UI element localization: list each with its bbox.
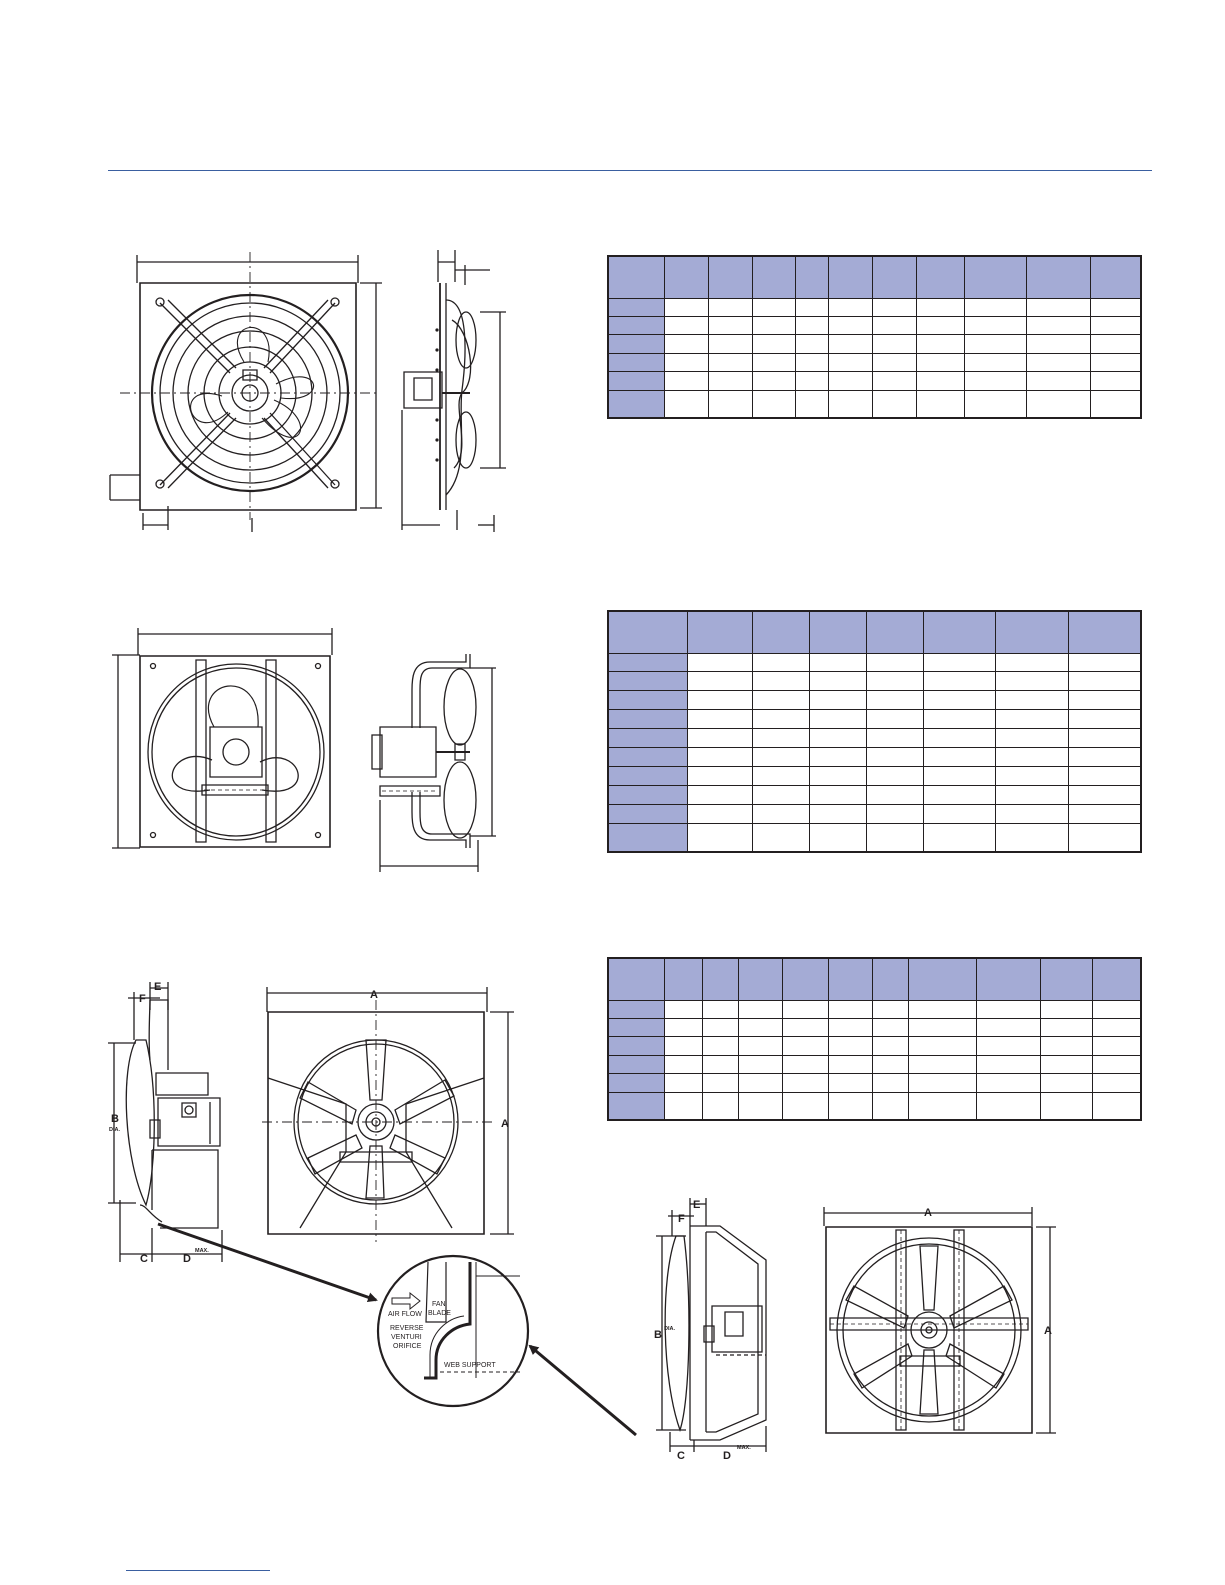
table-row (607, 297, 1142, 317)
table-row (607, 389, 1142, 419)
table-header-row (607, 610, 1142, 654)
fig4-dim-a-top: A (924, 1207, 932, 1219)
table-row (607, 804, 1142, 824)
table-header-row (607, 957, 1142, 1001)
detail-reverse-label: REVERSE (390, 1325, 424, 1332)
fig3-dim-b: B (111, 1113, 119, 1125)
fig4-dim-e: E (693, 1199, 700, 1211)
detail-orifice-label: ORIFICE (393, 1343, 422, 1350)
detail-fan-label: FAN (432, 1301, 446, 1308)
fig3-dim-b-sub: DIA. (109, 1127, 120, 1133)
table-row (607, 999, 1142, 1019)
fig4-dim-a-side: A (1044, 1325, 1052, 1337)
table-row (607, 728, 1142, 749)
spec-table-2 (607, 610, 1142, 853)
fan-side-view-4: E F B DIA. C D MAX. (654, 1190, 778, 1462)
fan-front-view-1 (100, 245, 400, 540)
table-row (607, 747, 1142, 768)
fan-side-view-1 (395, 245, 510, 540)
table-row (607, 1036, 1142, 1056)
top-rule (108, 170, 1152, 171)
venturi-detail: AIR FLOW FAN BLADE REVERSE VENTURI ORIFI… (150, 1210, 690, 1450)
detail-web-support-label: WEB SUPPORT (444, 1362, 496, 1369)
fig3-dim-d-sub: MAX. (195, 1248, 209, 1254)
table-row (607, 671, 1142, 692)
fig4-dim-f: F (678, 1213, 685, 1225)
table-row (607, 1017, 1142, 1038)
fan-side-view-2 (372, 645, 502, 875)
fig4-dim-d: D (723, 1450, 731, 1462)
fig3-dim-a-top: A (370, 989, 378, 1001)
table-row (607, 652, 1142, 673)
table-row (607, 785, 1142, 805)
detail-venturi-label: VENTURI (391, 1334, 422, 1341)
fig3-dim-f: F (139, 993, 146, 1005)
spec-table-1 (607, 255, 1142, 419)
fig3-dim-a-side: A (501, 1118, 509, 1130)
fig4-dim-b-sub: DIA. (664, 1326, 675, 1332)
fan-drawing-3: A A E F B DIA. C D MAX. (100, 981, 530, 1265)
fig4-dim-b: B (654, 1329, 662, 1341)
fan-front-view-2 (105, 625, 345, 855)
bottom-rule (126, 1570, 270, 1571)
fig3-dim-e: E (154, 981, 161, 993)
fig3-dim-c: C (140, 1253, 148, 1265)
table-row (607, 1091, 1142, 1121)
detail-airflow-label: AIR FLOW (388, 1311, 422, 1318)
table-row (607, 315, 1142, 336)
table-row (607, 371, 1142, 391)
table-row (607, 352, 1142, 373)
detail-blade-label: BLADE (428, 1310, 451, 1317)
fig4-dim-c: C (677, 1450, 685, 1462)
table-row (607, 766, 1142, 787)
table-row (607, 1073, 1142, 1093)
spec-table-3 (607, 957, 1142, 1121)
fig4-dim-d-sub: MAX. (737, 1445, 751, 1451)
table-row (607, 334, 1142, 354)
table-header-row (607, 255, 1142, 299)
table-row (607, 709, 1142, 730)
table-row (607, 822, 1142, 853)
fig3-dim-d: D (183, 1253, 191, 1265)
table-row (607, 690, 1142, 711)
fan-front-view-4: A A (815, 1207, 1060, 1445)
table-row (607, 1054, 1142, 1075)
